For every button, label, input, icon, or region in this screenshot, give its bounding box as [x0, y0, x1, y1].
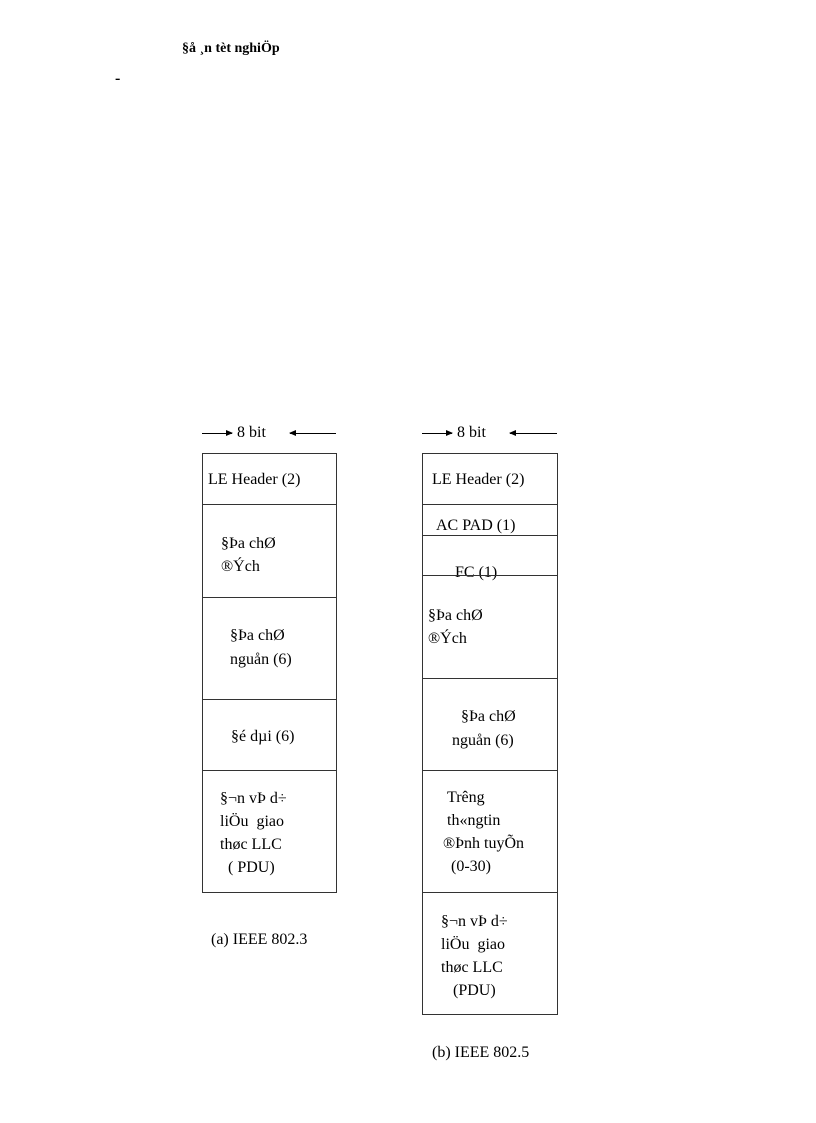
width-label: 8 bit: [457, 424, 486, 441]
field-routing-info: Trêng th«ngtin ®Þnh tuyÕn (0-30): [422, 770, 558, 893]
width-label: 8 bit: [237, 424, 266, 441]
field-destination-address: §Þa chØ ®Ých: [202, 504, 337, 598]
arrow-right-icon: [202, 430, 233, 436]
field-source-address: §Þa chØ nguån (6): [202, 597, 337, 700]
caption-b: (b) IEEE 802.5: [432, 1044, 530, 1061]
field-destination-address: §Þa chØ ®Ých: [422, 575, 558, 679]
field-fc: FC (1): [422, 535, 558, 581]
page-header: §å ¸n tèt nghiÖp: [182, 41, 280, 56]
arrow-left-icon: [509, 430, 557, 436]
arrow-right-icon: [422, 430, 453, 436]
caption-a: (a) IEEE 802.3: [211, 931, 308, 948]
field-llc-pdu: §¬n vÞ d÷ liÖu giao thøc LLC ( PDU): [202, 770, 337, 893]
field-source-address: §Þa chØ nguån (6): [422, 678, 558, 771]
field-le-header: LE Header (2): [202, 453, 337, 505]
arrow-left-icon: [289, 430, 336, 436]
field-le-header: LE Header (2): [422, 453, 558, 505]
field-length: §é dµi (6): [202, 699, 337, 771]
bullet-dash: -: [115, 70, 121, 87]
field-llc-pdu: §¬n vÞ d÷ liÖu giao thøc LLC (PDU): [422, 892, 558, 1015]
field-ac-pad: AC PAD (1): [422, 504, 558, 536]
